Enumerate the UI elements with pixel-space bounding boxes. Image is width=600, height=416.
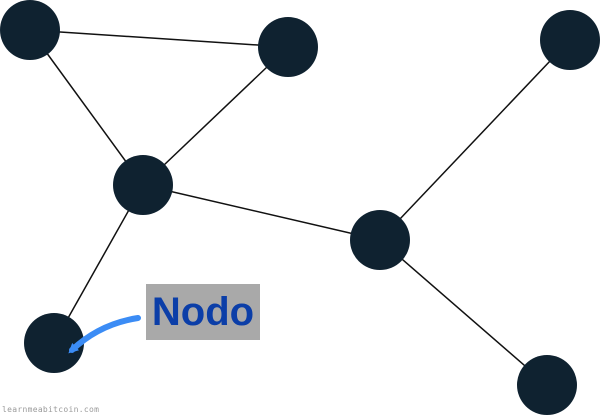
edge bbox=[142, 184, 381, 241]
edge bbox=[53, 184, 144, 344]
node-label-text: Nodo bbox=[151, 290, 255, 334]
pointer-arrow bbox=[68, 315, 141, 354]
edge bbox=[379, 39, 571, 241]
edge bbox=[29, 29, 289, 48]
edges bbox=[29, 29, 571, 386]
node bbox=[517, 355, 577, 415]
node bbox=[540, 10, 600, 70]
node-label: Nodo bbox=[146, 284, 260, 340]
edge bbox=[142, 46, 289, 186]
node bbox=[0, 0, 60, 60]
node-highlighted bbox=[24, 313, 84, 373]
node bbox=[258, 17, 318, 77]
node bbox=[113, 155, 173, 215]
edge bbox=[379, 239, 548, 386]
watermark: learnmeabitcoin.com bbox=[2, 405, 100, 414]
node bbox=[350, 210, 410, 270]
edge bbox=[29, 29, 144, 186]
